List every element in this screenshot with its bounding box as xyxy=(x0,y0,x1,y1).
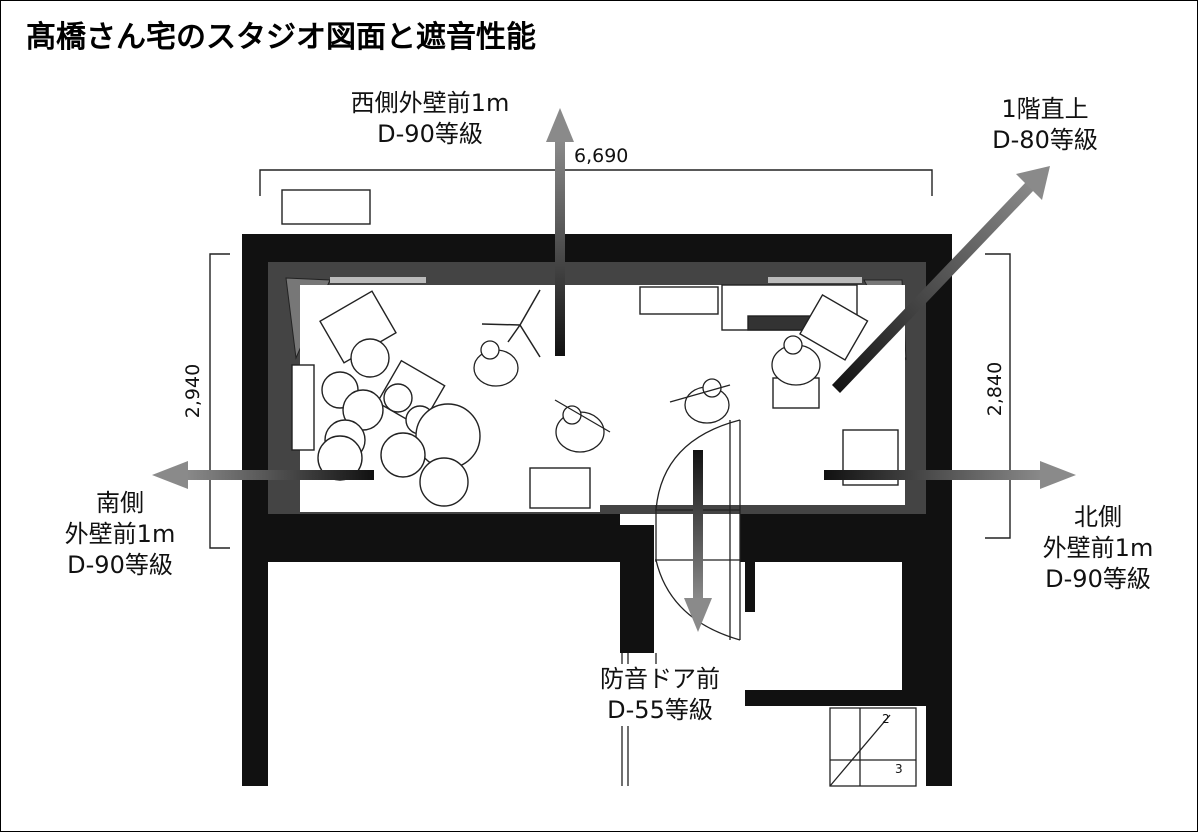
north-label-grade: D-90等級 xyxy=(1045,565,1151,593)
mic-stand xyxy=(481,289,541,358)
south-label: 南側 外壁前1m D-90等級 xyxy=(40,488,200,581)
south-label-location: 外壁前1m xyxy=(64,520,176,548)
west-label-location: 西側外壁前1m xyxy=(350,89,510,117)
musicians xyxy=(473,335,821,453)
width-dimension: 6,690 xyxy=(574,145,629,167)
north-label: 北側 外壁前1m D-90等級 xyxy=(1018,502,1178,595)
left-height-dimension: 2,940 xyxy=(182,363,205,419)
upstairs-arrow xyxy=(832,166,1050,393)
north-label-side: 北側 xyxy=(1074,503,1122,531)
south-label-grade: D-90等級 xyxy=(67,551,173,579)
stair-number: 2 xyxy=(882,712,890,726)
north-arrow xyxy=(824,461,1076,489)
upstairs-label-grade: D-80等級 xyxy=(992,126,1098,154)
figure-title: 髙橋さん宅のスタジオ図面と遮音性能 xyxy=(26,20,536,55)
door-label-location: 防音ドア前 xyxy=(600,665,720,693)
south-label-side: 南側 xyxy=(96,489,144,517)
north-label-location: 外壁前1m xyxy=(1042,534,1154,562)
drum-kit xyxy=(317,338,481,507)
west-label: 西側外壁前1m D-90等級 xyxy=(330,88,530,150)
door-label: 防音ドア前 D-55等級 xyxy=(585,664,735,726)
west-arrow xyxy=(546,108,574,356)
furniture xyxy=(281,189,899,509)
right-height-dimension: 2,840 xyxy=(984,361,1007,417)
door-label-grade: D-55等級 xyxy=(607,696,713,724)
door-arrow xyxy=(684,450,712,632)
dimension-lines xyxy=(209,169,1011,549)
stair-number: 3 xyxy=(895,762,903,776)
stairs xyxy=(829,707,917,787)
south-arrow xyxy=(152,461,374,489)
west-label-grade: D-90等級 xyxy=(377,120,483,148)
outer-walls xyxy=(242,234,952,786)
upstairs-label-location: 1階直上 xyxy=(1001,95,1089,123)
upstairs-label: 1階直上 D-80等級 xyxy=(975,94,1115,156)
